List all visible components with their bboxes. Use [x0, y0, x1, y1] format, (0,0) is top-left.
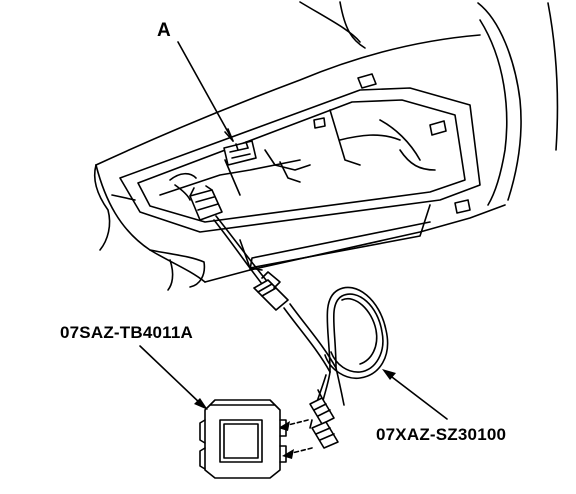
- inline-connector: [253, 271, 289, 311]
- plug-arrowheads: [278, 421, 294, 459]
- test-module: [199, 399, 287, 479]
- cable-coil: [283, 286, 389, 409]
- callout-a-leader: [177, 41, 234, 142]
- dash-harness-plug: [169, 172, 223, 221]
- module-leader: [139, 345, 203, 406]
- harness-leader-arrowhead: [382, 369, 396, 380]
- harness-wire: [213, 215, 267, 285]
- module-leader-arrowhead: [194, 398, 208, 410]
- harness-leader: [387, 373, 448, 420]
- dashboard-panel: [93, 1, 559, 291]
- twin-plugs: [309, 389, 339, 449]
- receptacle-connector: [223, 140, 257, 166]
- callout-a-label: A: [157, 20, 171, 41]
- module-part-number-label: 07SAZ-TB4011A: [60, 323, 193, 342]
- harness-part-number-label: 07XAZ-SZ30100: [376, 425, 507, 444]
